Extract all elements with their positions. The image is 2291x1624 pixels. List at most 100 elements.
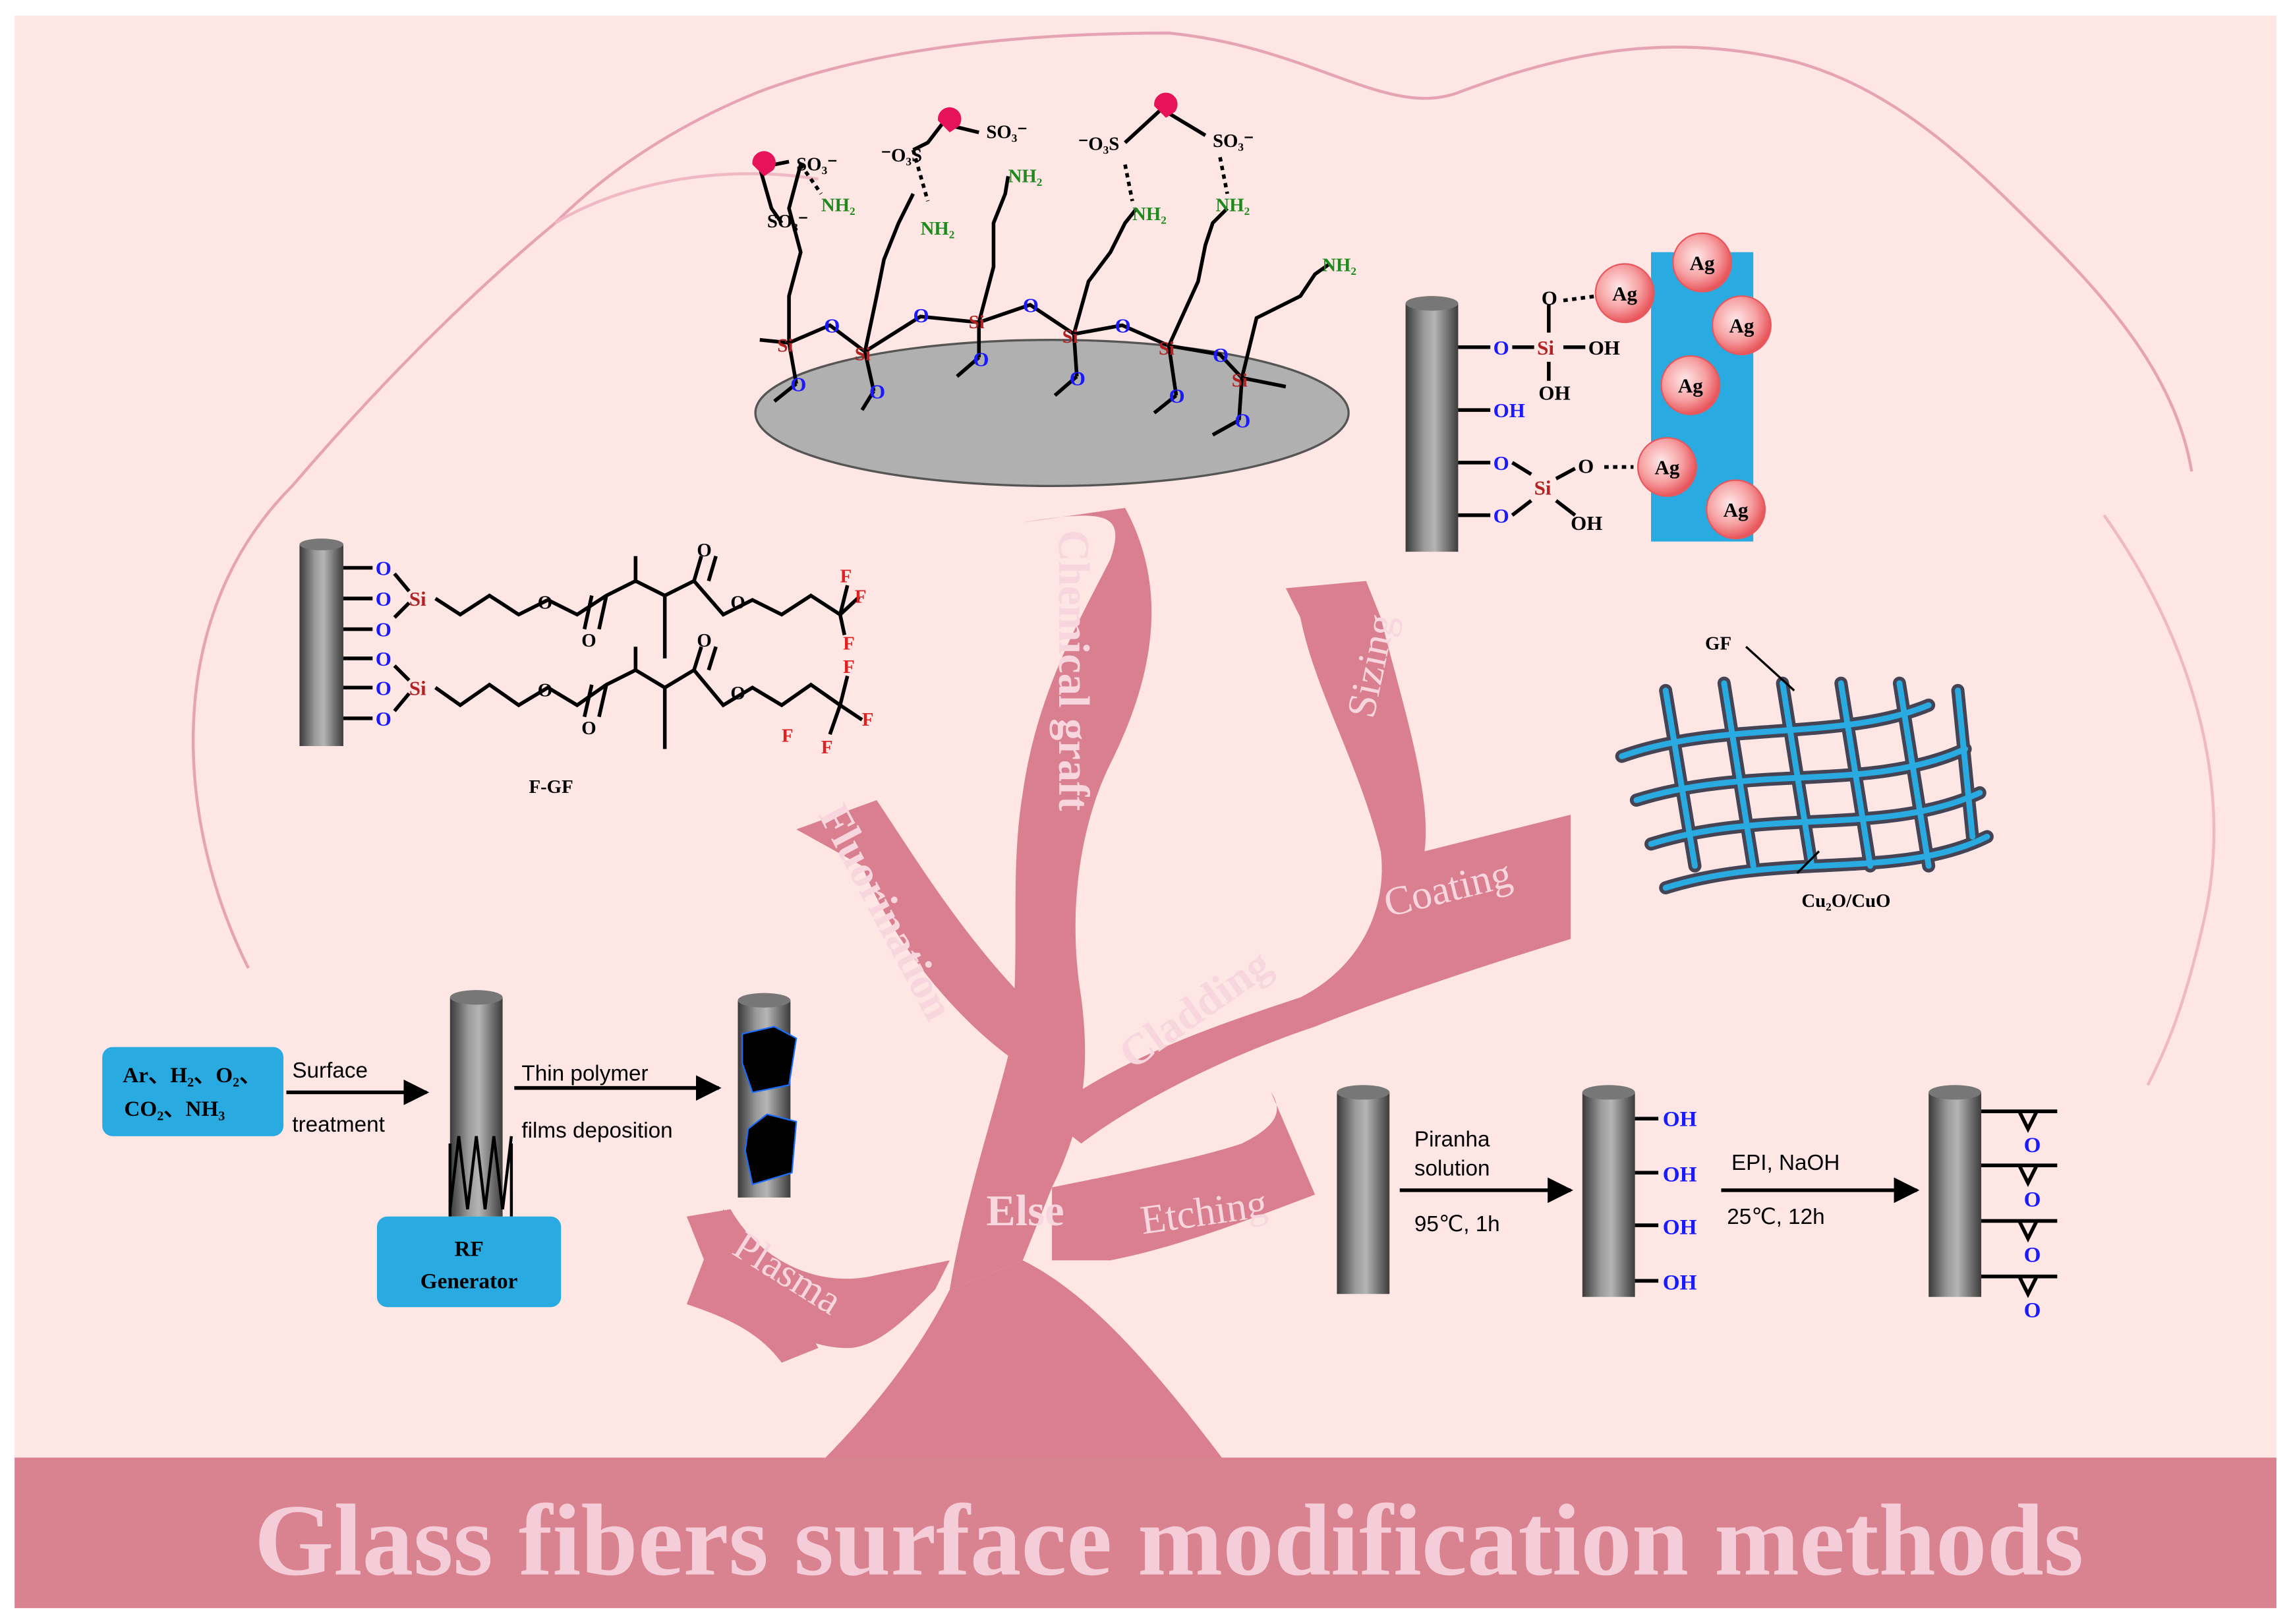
rf-coil [448,1136,513,1209]
oh-label: OH [1571,511,1602,535]
o-label: O [914,304,929,327]
ag-label: Ag [1612,282,1637,305]
ag-particle [1660,355,1721,415]
epoxide-o-label: O [2024,1243,2041,1267]
o3s-label: ⁻O₃S [1078,133,1119,154]
ag-label: Ag [1690,251,1715,274]
ag-particle [1712,295,1772,355]
fiber-cylinder [1582,1092,1635,1297]
o-label: O [790,372,806,395]
f-label: F [840,566,852,587]
gas-list-line1: Ar、H₂、O₂、 [123,1063,261,1088]
si-label: Si [1537,336,1554,359]
chain-6 [1240,262,1331,378]
o-label: O [538,593,552,614]
magenta-cap-2 [938,107,962,132]
epi-naoh-label: EPI, NaOH [1731,1151,1840,1175]
siloxane-backbone [759,303,1287,389]
tree-shape [686,508,1571,1465]
ag-particle [1706,479,1766,540]
si-label: Si [969,312,985,333]
fiber-cap [1405,296,1459,311]
step2-label-line1: Thin polymer [521,1062,648,1086]
oh-label: OH [1494,399,1525,422]
piranha-conditions: 95℃, 1h [1414,1212,1500,1236]
so3-label: SO₃⁻ [986,122,1027,143]
si-label: Si [1232,370,1248,392]
o-label: O [730,683,745,704]
epoxide-o-label: O [2024,1298,2041,1323]
substrate-disk [754,339,1350,488]
chain-5 [1167,207,1229,347]
tree-center-stem [949,508,1152,1290]
o-label: O [1023,294,1039,317]
o-label: O [1169,384,1184,407]
si-label: Si [1534,477,1552,500]
si-label: Si [777,335,793,356]
f-label: F [821,737,833,758]
so3-label: SO₃⁻ [767,211,808,232]
fluoro-fiber-label: F-GF [529,776,573,798]
o-label: O [697,540,711,561]
si-label: Si [409,587,426,610]
f-label: F [843,633,855,654]
si-label: Si [1159,338,1174,359]
ag-particle [1637,437,1697,497]
oh-label: OH [1588,336,1620,359]
ag-particle [1594,263,1655,324]
nh2-label: NH₂ [821,195,856,216]
o-label: O [697,630,711,651]
gas-box [102,1047,284,1136]
o-label: O [1234,409,1250,432]
title-banner [14,1457,2276,1608]
chemical-graft-structure: SO₃⁻ SO₃⁻ ⁻O₃S SO₃⁻ ⁻O₃S SO₃⁻ NH₂ NH₂ NH… [752,92,1356,488]
fluorination-structure: O O O O O O Si Si O O O O O O O O F F F … [299,538,874,798]
nh2-label: NH₂ [1132,204,1167,225]
piranha-line1: Piranha [1414,1127,1490,1151]
epoxide-o-label: O [2024,1133,2041,1157]
o-label: O [376,557,392,580]
chain-1 [787,163,803,343]
chain-3 [977,175,1010,323]
cu2o-cuo-label: Cu₂O/CuO [1801,890,1890,912]
fiber-cylinder [299,544,343,746]
o-label: O [581,718,596,739]
o-label: O [730,593,745,614]
o-label: O [869,380,885,403]
o-label: O [1494,336,1509,359]
gf-label: GF [1705,633,1731,654]
tree-trunk [818,1260,1228,1465]
branch-label-chemical-graft: Chemical graft [1049,530,1097,811]
so3-label: SO₃⁻ [1213,130,1254,152]
o-label: O [376,618,392,641]
epi-conditions: 25℃, 12h [1727,1205,1824,1229]
chain-4 [1072,207,1138,335]
o-label: O [376,676,392,699]
fiber-cylinder [1928,1092,1982,1297]
nh2-label: NH₂ [1322,254,1356,276]
etching-process: Piranha solution 95℃, 1h OH OH OH OH EPI… [1337,1085,2058,1323]
branch-label-else: Else [986,1187,1064,1235]
ag-particle [1672,232,1733,293]
si-label: Si [1062,326,1078,347]
cloud-outline [191,31,2216,1086]
o-label: O [824,314,840,337]
o-label: O [581,630,596,651]
ag-label: Ag [1724,498,1749,521]
chain-2 [863,192,915,352]
so3-label: SO₃⁻ [796,154,837,175]
nh2-label: NH₂ [921,218,955,239]
si-label: Si [409,676,426,699]
magenta-cap-1 [752,151,776,177]
oh-label: OH [1663,1163,1697,1187]
gas-list-line2: CO₂、NH₃ [124,1097,225,1121]
f-label: F [855,587,867,608]
step1-label-line1: Surface [292,1058,368,1083]
polymer-film-patch [741,1026,798,1093]
fiber-cap [450,990,503,1005]
si-label: Si [855,344,871,365]
o3s-label: ⁻O₃S [881,145,922,166]
oh-label: OH [1663,1107,1697,1131]
o-label: O [538,680,552,701]
